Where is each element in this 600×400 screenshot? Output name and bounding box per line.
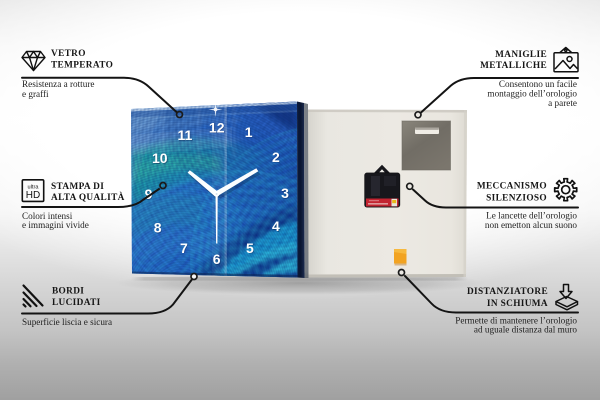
svg-text:Consentono un facile: Consentono un facile (499, 79, 577, 89)
svg-text:5: 5 (246, 240, 254, 256)
svg-text:a parete: a parete (548, 98, 577, 108)
svg-text:TEMPERATO: TEMPERATO (51, 61, 113, 71)
svg-text:Permette di mantenere l’orolog: Permette di mantenere l’orologio (455, 315, 577, 325)
svg-text:1: 1 (245, 125, 253, 141)
svg-text:1: 1 (245, 124, 253, 140)
svg-text:Colori intensi: Colori intensi (22, 211, 73, 221)
svg-text:Resistenza a rotture: Resistenza a rotture (22, 79, 94, 89)
svg-text:8: 8 (154, 220, 162, 236)
svg-text:12: 12 (209, 119, 225, 135)
svg-text:Superficie liscia e sicura: Superficie liscia e sicura (22, 317, 112, 327)
svg-text:VETRO: VETRO (51, 49, 86, 59)
svg-text:METALLICHE: METALLICHE (480, 61, 547, 71)
svg-text:Le lancette dell’orologio: Le lancette dell’orologio (486, 211, 577, 221)
svg-text:10: 10 (153, 151, 169, 167)
svg-text:MECCANISMO: MECCANISMO (477, 182, 547, 192)
svg-text:8: 8 (154, 219, 162, 235)
svg-text:LUCIDATI: LUCIDATI (52, 298, 101, 308)
svg-text:2: 2 (272, 149, 280, 165)
svg-text:STAMPA DI: STAMPA DI (51, 182, 104, 192)
svg-text:ultra: ultra (28, 185, 40, 191)
svg-text:e immagini vivide: e immagini vivide (22, 220, 89, 230)
svg-text:HD: HD (26, 190, 40, 201)
svg-text:7: 7 (180, 240, 188, 256)
svg-text:ALTA QUALITÀ: ALTA QUALITÀ (51, 191, 125, 203)
svg-text:3: 3 (281, 185, 289, 201)
svg-text:non emetton alcun suono: non emetton alcun suono (485, 220, 578, 230)
svg-text:2: 2 (273, 150, 281, 166)
svg-text:ad uguale distanza dal muro: ad uguale distanza dal muro (474, 325, 577, 335)
svg-text:6: 6 (213, 251, 221, 267)
svg-text:3: 3 (282, 186, 290, 202)
svg-text:4: 4 (272, 218, 280, 234)
svg-text:IN SCHIUMA: IN SCHIUMA (487, 299, 548, 309)
svg-text:5: 5 (247, 241, 255, 257)
svg-text:9: 9 (145, 186, 153, 202)
svg-text:4: 4 (273, 219, 281, 235)
svg-text:10: 10 (152, 150, 168, 166)
svg-text:e graffi: e graffi (22, 89, 49, 99)
svg-text:11: 11 (178, 128, 193, 144)
svg-text:11: 11 (177, 127, 192, 143)
svg-text:SILENZIOSO: SILENZIOSO (486, 193, 547, 203)
svg-text:BORDI: BORDI (52, 286, 84, 296)
svg-text:6: 6 (214, 252, 222, 268)
svg-text:12: 12 (210, 120, 226, 136)
svg-text:7: 7 (181, 241, 189, 257)
svg-text:MANIGLIE: MANIGLIE (495, 50, 547, 60)
svg-text:montaggio dell’orologio: montaggio dell’orologio (487, 89, 577, 99)
svg-text:DISTANZIATORE: DISTANZIATORE (467, 287, 548, 297)
